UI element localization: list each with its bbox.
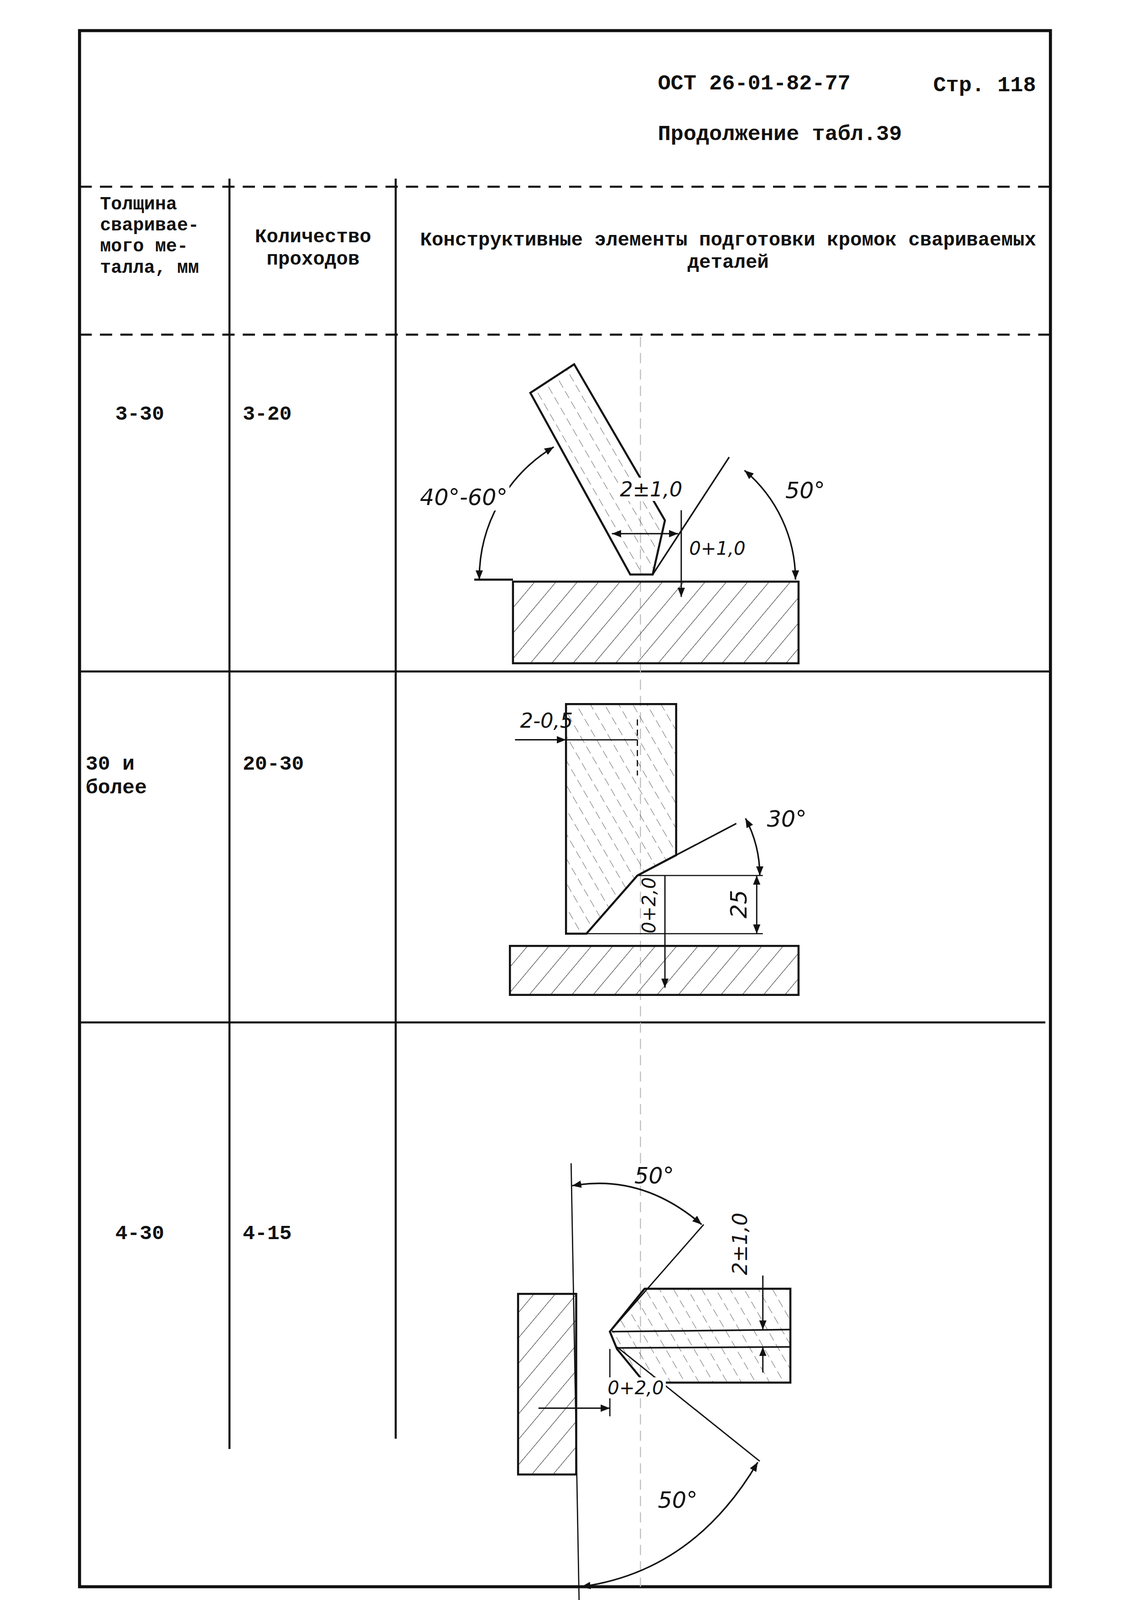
- angle-dimension: 50°: [634, 1162, 675, 1189]
- table-cell: 3-30: [115, 402, 165, 426]
- column-header: Конструктивные элементы подготовки кромо…: [407, 229, 1048, 275]
- angle-dimension: 30°: [767, 805, 807, 832]
- angle-dimension: 40°-60°: [418, 484, 510, 511]
- table-cell: 4-30: [115, 1221, 165, 1246]
- joint-sketch-2: [509, 703, 799, 995]
- column-header: Толщина сваривае- мого ме- талла, мм: [99, 193, 228, 279]
- angle-dimension: 50°: [785, 477, 825, 504]
- column-header: Количество проходов: [232, 226, 394, 271]
- table-frame: [79, 30, 1051, 1587]
- table-cell: 4-15: [242, 1221, 292, 1246]
- gap-dimension: 0+2,0: [638, 876, 660, 934]
- gap-dimension: 0+1,0: [687, 537, 748, 559]
- angle-dimension: 50°: [657, 1486, 698, 1513]
- page-number: Стр. 118: [933, 73, 1036, 99]
- gap-dimension: 2±1,0: [617, 477, 685, 501]
- doc-code: ОСТ 26-01-82-77: [657, 71, 851, 97]
- table-cell: 3-20: [242, 402, 292, 426]
- root-dimension: 2±1,0: [728, 1212, 752, 1275]
- table-continuation: Продолжение табл.39: [657, 122, 902, 147]
- joint-sketch-3: [518, 1162, 791, 1600]
- gap-dimension: 0+2,0: [605, 1376, 666, 1398]
- offset-dimension: 2-0,5: [519, 708, 573, 732]
- joint-sketch-1: [474, 363, 799, 663]
- height-dimension: 25: [726, 889, 753, 919]
- table-cell: 20-30: [242, 752, 304, 776]
- table-cell: 30 и более: [85, 752, 198, 800]
